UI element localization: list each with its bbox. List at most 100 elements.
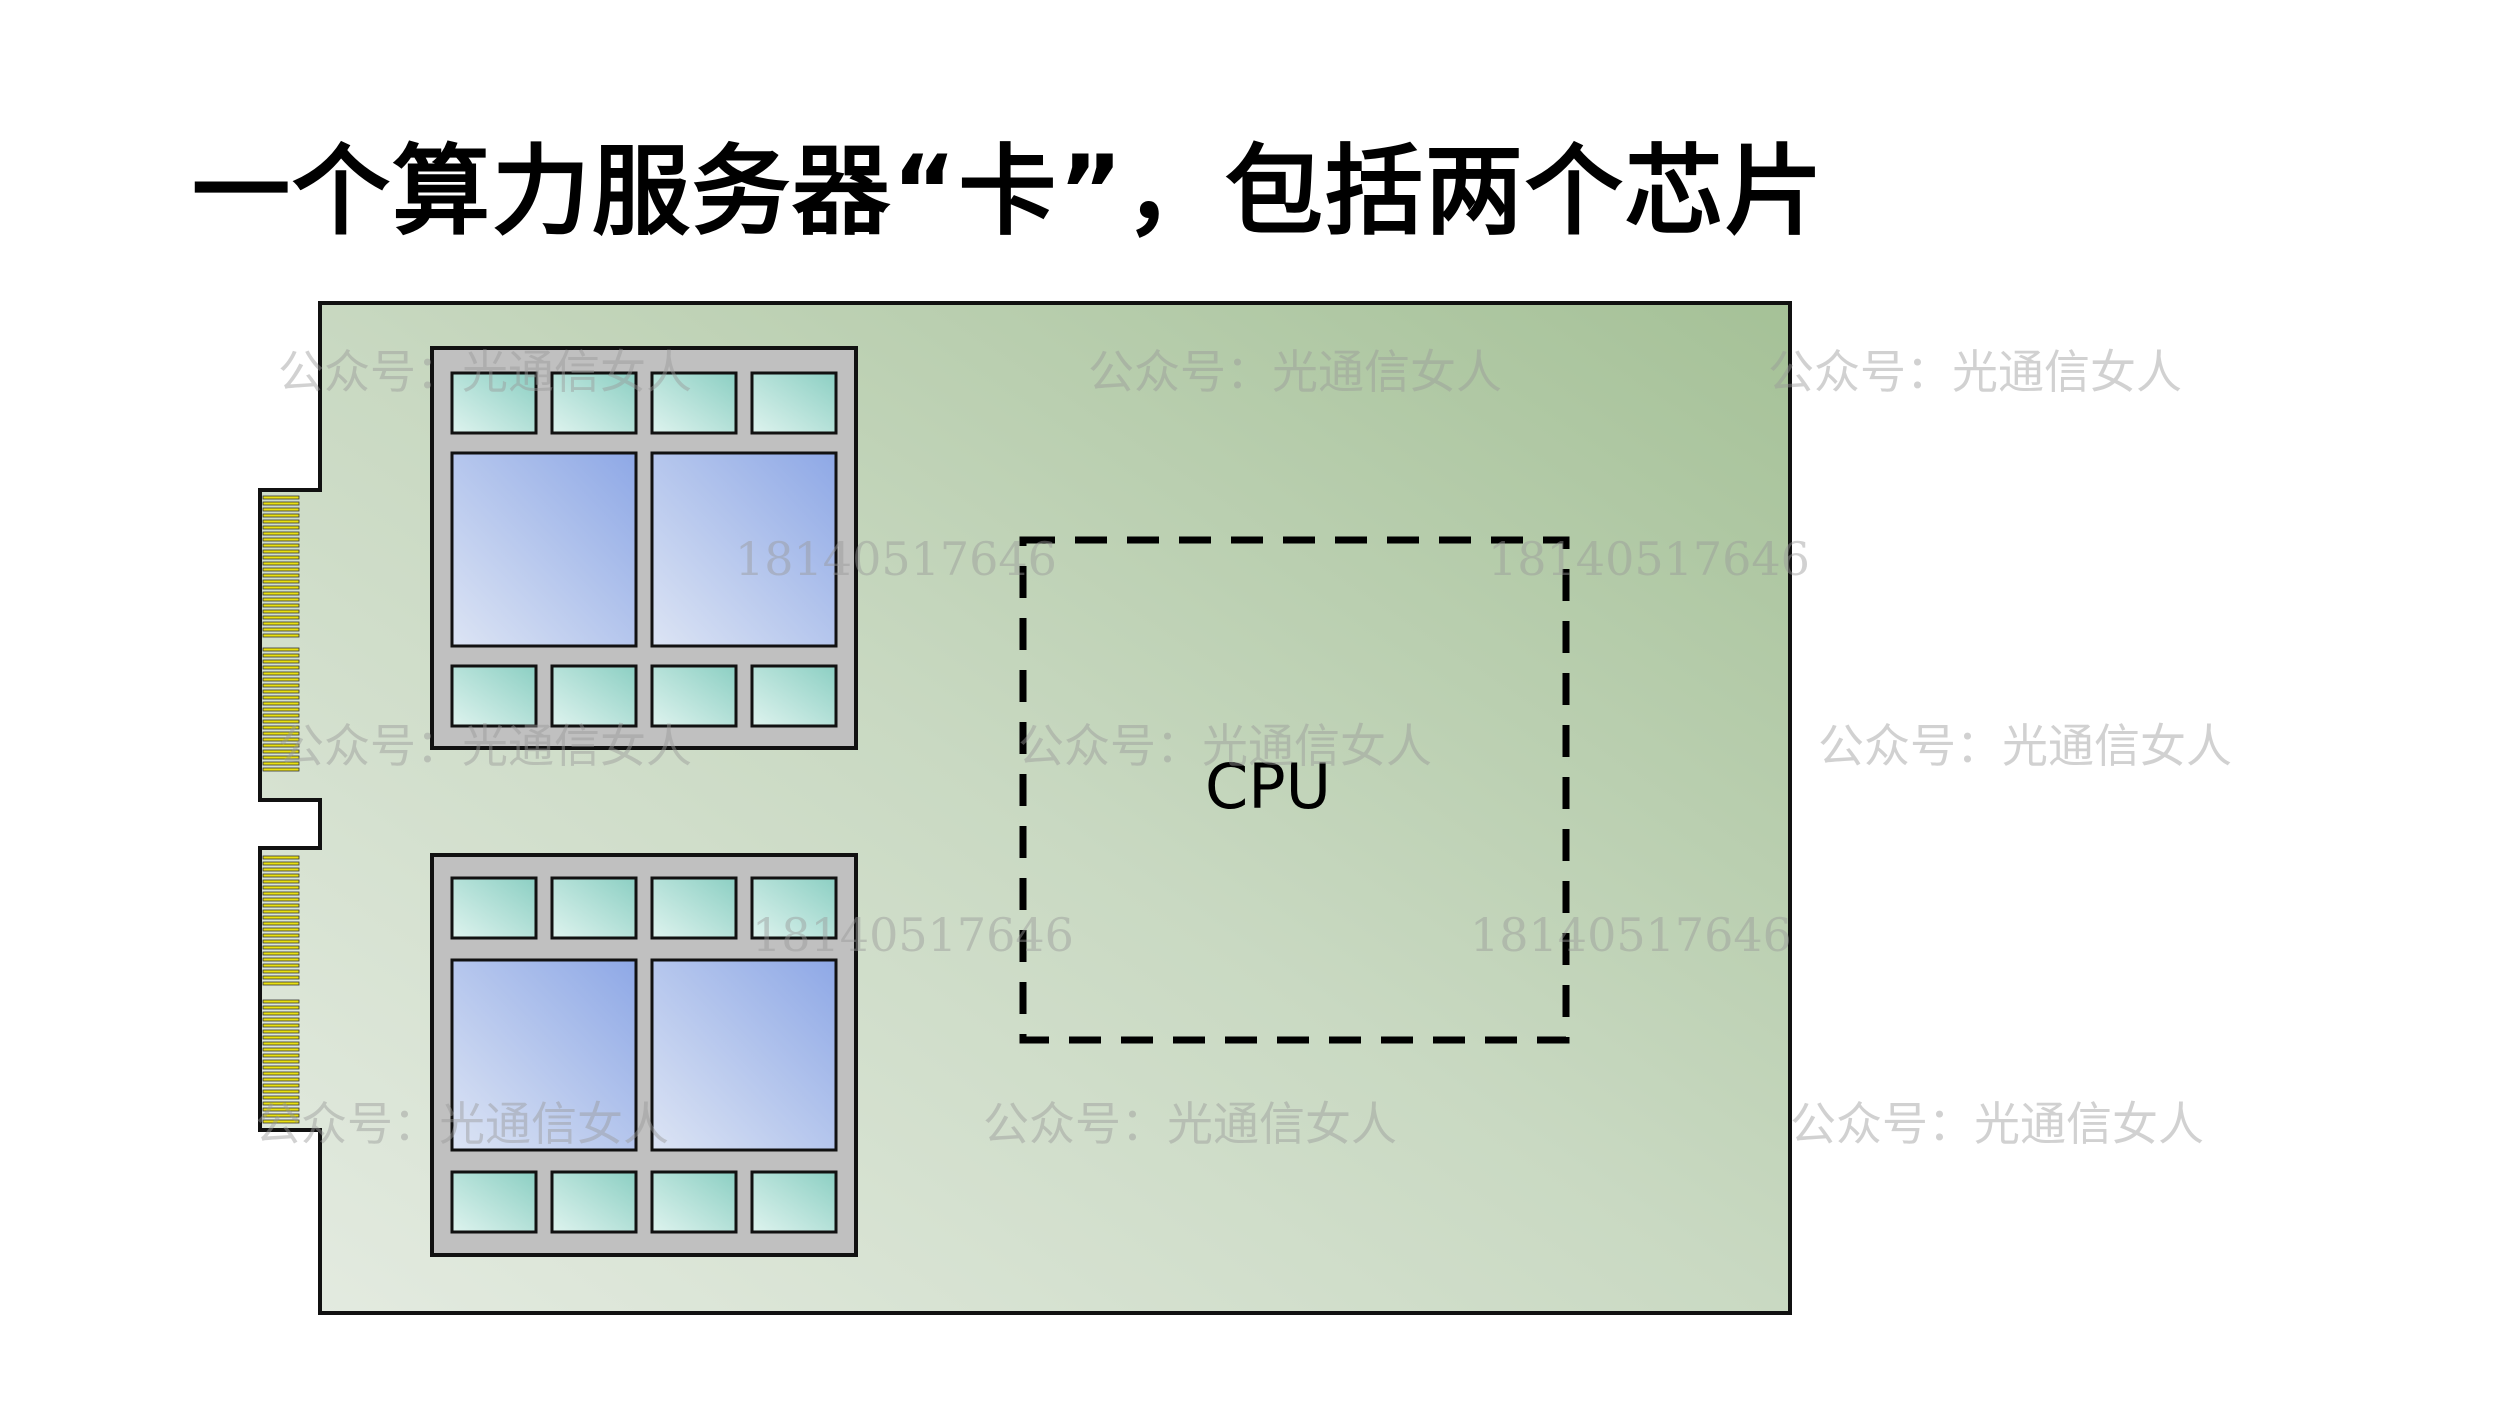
gold-finger-pin bbox=[262, 945, 300, 950]
gold-finger-pin bbox=[262, 885, 300, 890]
edge-connector-gold-fingers bbox=[262, 495, 300, 1124]
gold-finger-pin bbox=[262, 749, 300, 754]
memory-stack bbox=[450, 664, 538, 728]
memory-stack bbox=[650, 664, 738, 728]
gold-finger-pin bbox=[262, 981, 300, 986]
gold-finger-pin bbox=[262, 761, 300, 766]
gold-finger-pin bbox=[262, 957, 300, 962]
gold-finger-pin bbox=[262, 719, 300, 724]
gold-finger-pin bbox=[262, 621, 300, 626]
gold-finger-pin bbox=[262, 743, 300, 748]
gold-finger-pin bbox=[262, 555, 300, 560]
gold-finger-pin bbox=[262, 537, 300, 542]
gold-finger-pin bbox=[262, 873, 300, 878]
watermark-number: 18140517646 bbox=[1470, 908, 1792, 962]
watermark-layer: 公众号：光通信女人 公众号：光通信女人 公众号：光通信女人 公众号：光通信女人 … bbox=[255, 345, 2232, 1151]
gold-finger-pin bbox=[262, 1029, 300, 1034]
gold-finger-pin bbox=[262, 525, 300, 530]
memory-stack bbox=[750, 1170, 838, 1234]
gold-finger-pin bbox=[262, 609, 300, 614]
gold-finger-pin bbox=[262, 585, 300, 590]
gold-finger-pin bbox=[262, 951, 300, 956]
gold-finger-pin bbox=[262, 573, 300, 578]
memory-stack bbox=[450, 371, 538, 435]
watermark-text: 公众号：光通信女人 bbox=[983, 1097, 1397, 1151]
gold-finger-pin bbox=[262, 615, 300, 620]
memory-stack bbox=[650, 1170, 738, 1234]
cpu-label: CPU bbox=[1205, 750, 1331, 823]
memory-stack bbox=[450, 1170, 538, 1234]
memory-stack bbox=[550, 1170, 638, 1234]
gold-finger-pin bbox=[262, 1023, 300, 1028]
gold-finger-pin bbox=[262, 695, 300, 700]
gold-finger-pin bbox=[262, 683, 300, 688]
compute-die bbox=[450, 958, 638, 1152]
gold-finger-pin bbox=[262, 921, 300, 926]
gold-finger-pin bbox=[262, 969, 300, 974]
gold-finger-pin bbox=[262, 1113, 300, 1118]
gold-finger-pin bbox=[262, 1011, 300, 1016]
memory-stack bbox=[750, 876, 838, 940]
gold-finger-pin bbox=[262, 1035, 300, 1040]
gold-finger-pin bbox=[262, 531, 300, 536]
page-title: 一个算力服务器“卡”，包括两个芯片 bbox=[192, 135, 1825, 249]
watermark-number: 18140517646 bbox=[752, 908, 1074, 962]
memory-stack bbox=[550, 876, 638, 940]
gold-finger-pin bbox=[262, 647, 300, 652]
gold-finger-pin bbox=[262, 855, 300, 860]
gold-finger-pin bbox=[262, 707, 300, 712]
gold-finger-pin bbox=[262, 507, 300, 512]
gold-finger-pin bbox=[262, 1107, 300, 1112]
gold-finger-pin bbox=[262, 603, 300, 608]
gold-finger-pin bbox=[262, 653, 300, 658]
memory-stack bbox=[750, 371, 838, 435]
gold-finger-pin bbox=[262, 939, 300, 944]
compute-die bbox=[650, 958, 838, 1152]
gold-finger-pin bbox=[262, 659, 300, 664]
watermark-text: 公众号：光通信女人 bbox=[1088, 345, 1502, 399]
gold-finger-pin bbox=[262, 1083, 300, 1088]
watermark-text: 公众号：光通信女人 bbox=[1790, 1097, 2204, 1151]
gold-finger-pin bbox=[262, 665, 300, 670]
gold-finger-pin bbox=[262, 1089, 300, 1094]
memory-stack bbox=[550, 371, 638, 435]
gold-finger-pin bbox=[262, 933, 300, 938]
gold-finger-pin bbox=[262, 975, 300, 980]
gold-finger-pin bbox=[262, 689, 300, 694]
gold-finger-pin bbox=[262, 567, 300, 572]
memory-stack bbox=[650, 876, 738, 940]
gold-finger-pin bbox=[262, 633, 300, 638]
watermark-text: 公众号：光通信女人 bbox=[1018, 719, 1432, 773]
gold-finger-pin bbox=[262, 879, 300, 884]
gold-finger-pin bbox=[262, 867, 300, 872]
gold-finger-pin bbox=[262, 897, 300, 902]
gold-finger-pin bbox=[262, 501, 300, 506]
gold-finger-pin bbox=[262, 1065, 300, 1070]
gold-finger-pin bbox=[262, 1095, 300, 1100]
cpu-placeholder bbox=[1019, 536, 1570, 1044]
gold-finger-pin bbox=[262, 999, 300, 1004]
gold-finger-pin bbox=[262, 513, 300, 518]
gold-finger-pin bbox=[262, 597, 300, 602]
watermark-text: 公众号：光通信女人 bbox=[278, 345, 692, 399]
gold-finger-pin bbox=[262, 725, 300, 730]
gold-finger-pin bbox=[262, 495, 300, 500]
accelerator-chip-2 bbox=[430, 853, 858, 1257]
gold-finger-pin bbox=[262, 1017, 300, 1022]
gold-finger-pin bbox=[262, 713, 300, 718]
gold-finger-pin bbox=[262, 963, 300, 968]
gold-finger-pin bbox=[262, 549, 300, 554]
watermark-text: 公众号：光通信女人 bbox=[1818, 719, 2232, 773]
compute-die bbox=[650, 451, 838, 648]
memory-stack bbox=[650, 371, 738, 435]
watermark-text: 公众号：光通信女人 bbox=[1768, 345, 2182, 399]
gold-finger-pin bbox=[262, 561, 300, 566]
gold-finger-pin bbox=[262, 627, 300, 632]
gold-finger-pin bbox=[262, 891, 300, 896]
gold-finger-pin bbox=[262, 671, 300, 676]
gold-finger-pin bbox=[262, 1059, 300, 1064]
gold-finger-pin bbox=[262, 701, 300, 706]
gold-finger-pin bbox=[262, 579, 300, 584]
watermark-text: 公众号：光通信女人 bbox=[255, 1097, 669, 1151]
